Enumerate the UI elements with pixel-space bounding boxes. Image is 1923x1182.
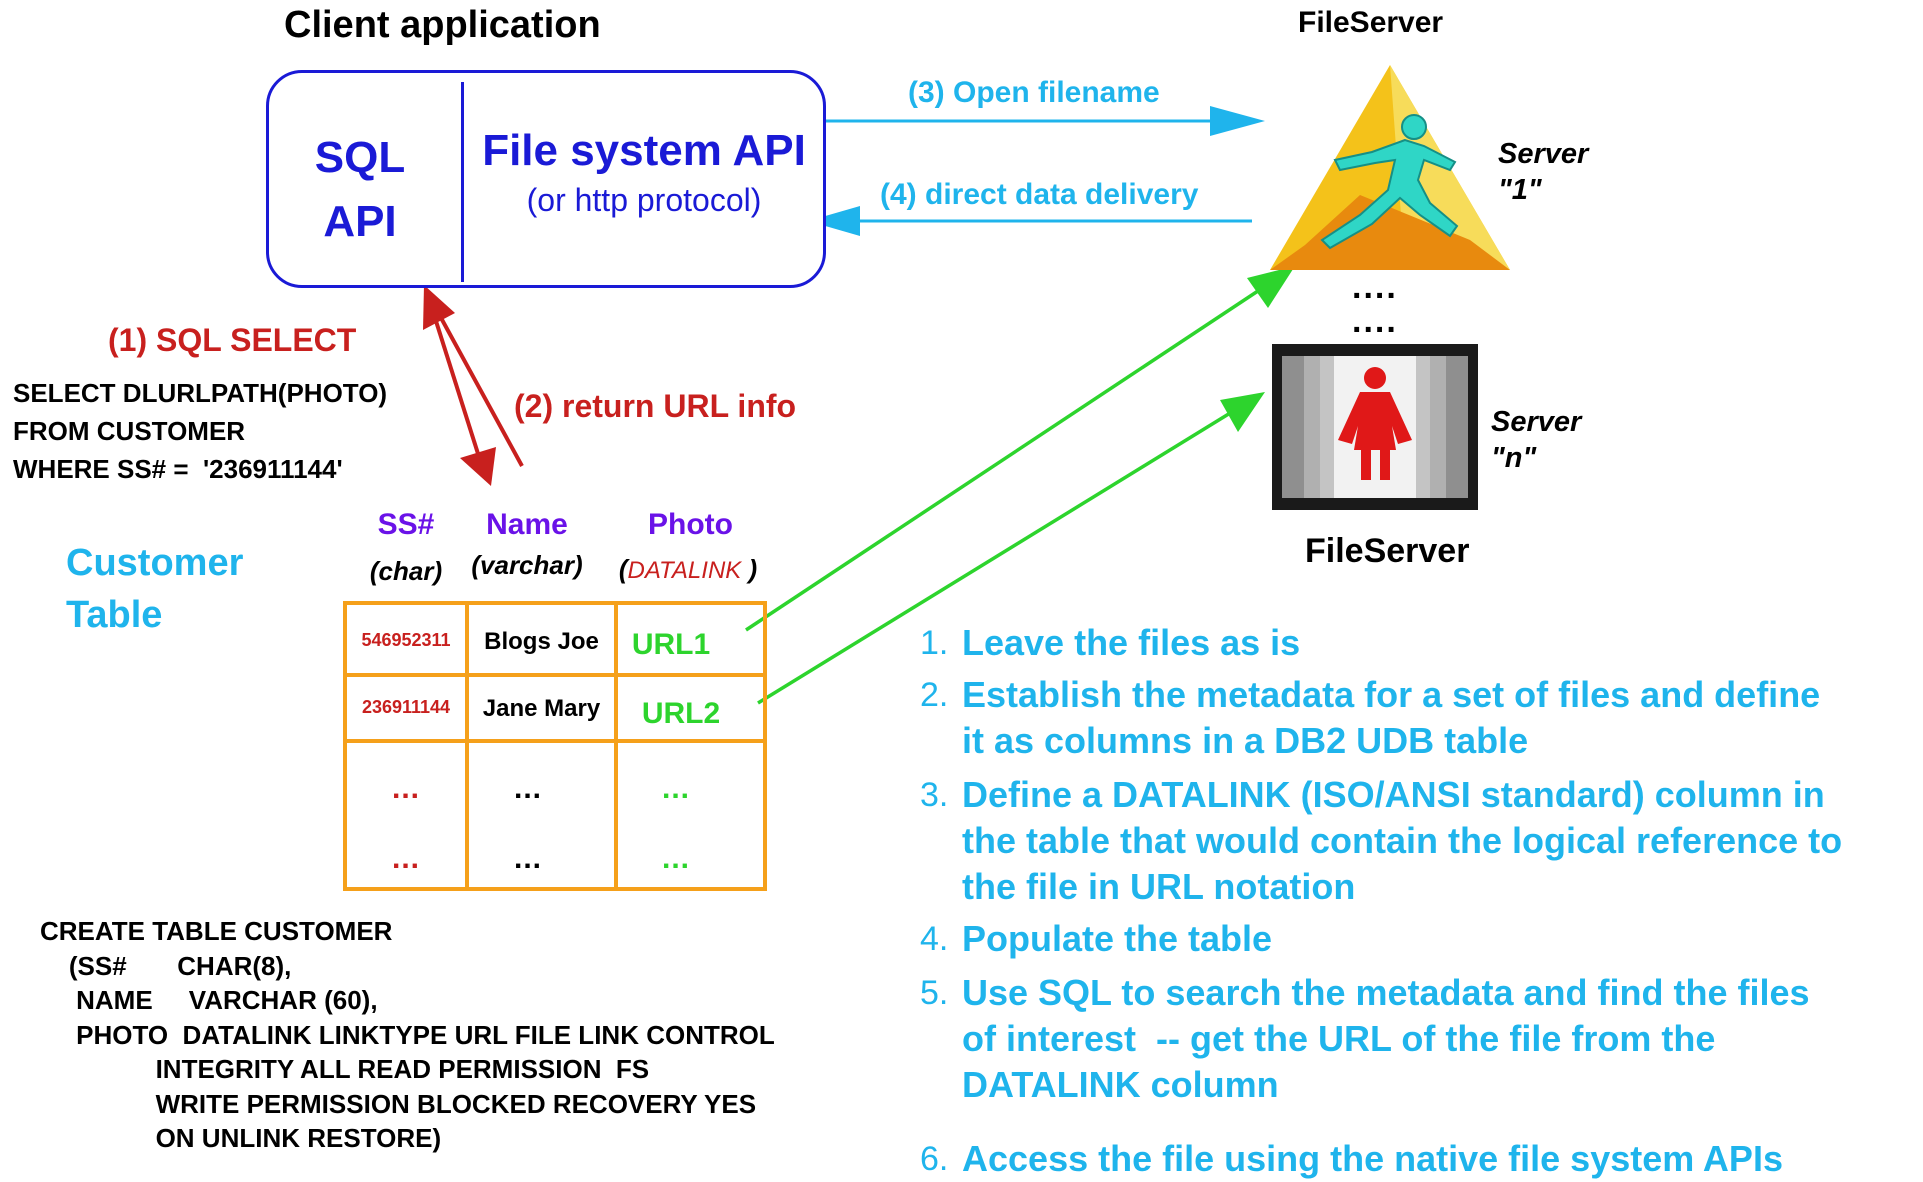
column-type-name-text: (varchar) (471, 550, 583, 580)
url1-link-arrow (745, 266, 1295, 632)
column-type-photo-datalink: DATALINK (627, 557, 742, 584)
step-text: of interest -- get the URL of the file f… (962, 1018, 1716, 1059)
step-text: Leave the files as is (962, 622, 1301, 663)
sql-api-label: SQL API (314, 133, 406, 246)
query-line: FROM CUSTOMER (13, 416, 246, 446)
woman-figure-box-icon (1272, 344, 1478, 510)
table-cell-photo: ... (661, 772, 690, 805)
step-number: 2. (920, 676, 949, 714)
create-table-line: INTEGRITY ALL READ PERMISSION FS (40, 1054, 650, 1084)
create-table-line: CREATE TABLE CUSTOMER (40, 916, 393, 946)
customer-table-label-line: Customer (66, 542, 244, 584)
create-table-line: PHOTO DATALINK LINKTYPE URL FILE LINK CO… (40, 1019, 775, 1050)
server-ellipsis-2: .... (1352, 302, 1398, 340)
table-cell-ss: ... (391, 842, 420, 875)
column-type-ss-text: (char) (369, 556, 443, 586)
api-divider (461, 82, 464, 282)
customer-table-label: Customer Table (66, 537, 243, 641)
return-url-label: (2) return URL info (514, 388, 797, 424)
step-number: 4. (920, 920, 949, 958)
table-cell-name: Blogs Joe (484, 628, 599, 655)
fileserver-top-title: FileServer (1298, 6, 1444, 39)
step-text: Populate the table (962, 918, 1273, 959)
sql-select-label: (1) SQL SELECT (108, 322, 357, 358)
sql-select-arrow (427, 298, 496, 486)
return-url-arrow (423, 285, 524, 467)
table-cell-ss: 546952311 (361, 630, 451, 650)
step-number: 5. (920, 974, 949, 1012)
customer-table-label-line: Table (66, 594, 163, 636)
column-header-photo: Photo (648, 508, 733, 541)
table-cell-photo: URL2 (641, 697, 721, 730)
column-type-photo: (DATALINK ) (608, 554, 768, 585)
column-type-photo-close: ) (741, 554, 758, 584)
step-text: Establish the metadata for a set of file… (962, 674, 1821, 715)
create-table-line: ON UNLINK RESTORE) (40, 1123, 442, 1153)
step-text: the file in URL notation (962, 866, 1356, 907)
url2-link-arrow (757, 392, 1265, 705)
table-cell-name: ... (513, 842, 542, 875)
table-cell-name: Jane Mary (482, 695, 601, 722)
step-number: 1. (920, 624, 949, 662)
table-cell-ss: 236911144 (361, 697, 451, 717)
server-1-word: Server (1498, 138, 1589, 170)
server-n-label: Server "n" (1491, 404, 1581, 476)
open-filename-arrow (814, 106, 1265, 136)
step-text: Access the file using the native file sy… (962, 1138, 1783, 1179)
fileserver-bottom-title: FileServer (1305, 532, 1470, 570)
open-filename-label: (3) Open filename (908, 76, 1160, 109)
create-table-line: (SS# CHAR(8), (40, 950, 292, 981)
customer-table-grid (343, 601, 767, 891)
server-ellipsis-1: .... (1352, 268, 1398, 306)
server-n-word: Server (1491, 406, 1582, 438)
query-line: WHERE SS# = '236911144' (13, 454, 343, 484)
table-cell-ss: ... (391, 772, 420, 805)
file-system-api-label: File system API (482, 126, 806, 175)
column-type-name: (varchar) (467, 550, 587, 581)
column-header-name: Name (486, 508, 568, 541)
step-number: 6. (920, 1140, 949, 1178)
step-number: 3. (920, 776, 949, 814)
step-text: it as columns in a DB2 UDB table (962, 720, 1529, 761)
runner-pyramid-icon (1270, 65, 1510, 270)
column-type-photo-open: ( (618, 554, 628, 584)
step-text: Define a DATALINK (ISO/ANSI standard) co… (962, 774, 1825, 815)
sql-query: SELECT DLURLPATH(PHOTO) FROM CUSTOMER WH… (13, 374, 387, 488)
step-text: Use SQL to search the metadata and find … (962, 972, 1810, 1013)
column-type-ss: (char) (345, 556, 467, 587)
query-line: SELECT DLURLPATH(PHOTO) (13, 378, 388, 408)
create-table-line: WRITE PERMISSION BLOCKED RECOVERY YES (40, 1088, 757, 1119)
client-application-title: Client application (284, 4, 601, 46)
table-cell-photo: ... (661, 842, 690, 875)
column-header-ss: SS# (377, 508, 435, 541)
data-delivery-label: (4) direct data delivery (880, 178, 1199, 211)
client-api-box (266, 70, 826, 288)
step-text: the table that would contain the logical… (962, 820, 1843, 861)
data-delivery-arrow (808, 206, 1252, 236)
table-cell-name: ... (513, 772, 542, 805)
table-cell-photo: URL1 (631, 628, 711, 661)
server-1-number: "1" (1498, 174, 1542, 206)
create-table-line: NAME VARCHAR (60), (40, 985, 378, 1015)
create-table-statement: CREATE TABLE CUSTOMER (SS# CHAR(8), NAME… (40, 914, 775, 1156)
server-1-label: Server "1" (1498, 136, 1588, 208)
step-text: DATALINK column (962, 1064, 1279, 1105)
http-protocol-note: (or http protocol) (526, 182, 762, 218)
server-n-number: "n" (1491, 442, 1537, 474)
